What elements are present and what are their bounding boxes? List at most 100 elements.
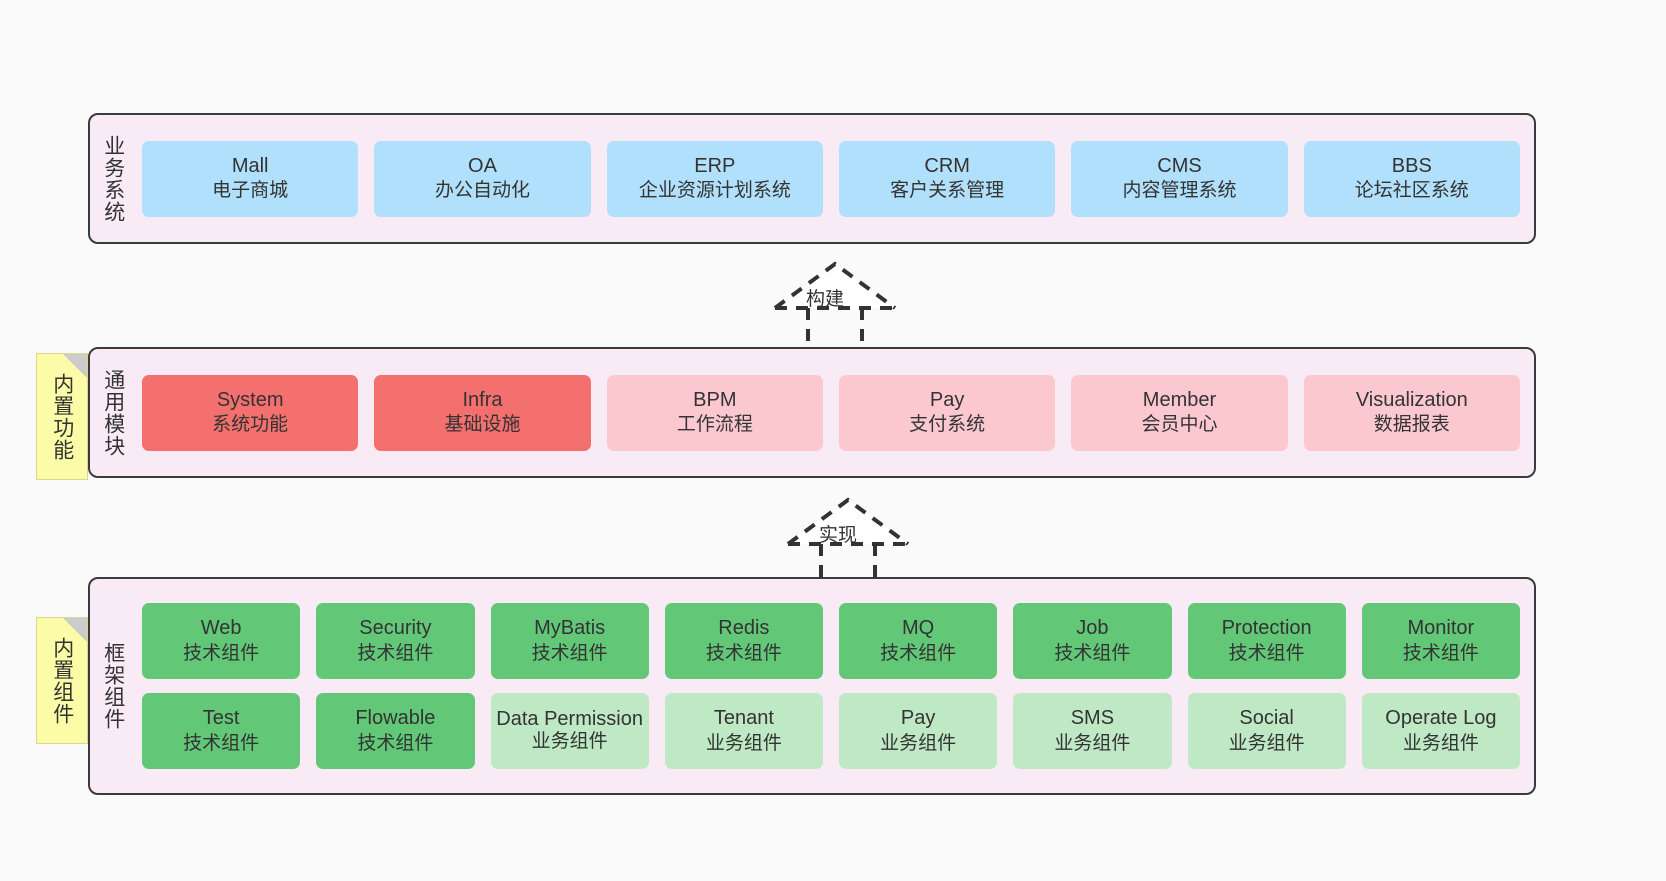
connector-implement: 实现 xyxy=(773,492,923,588)
card-title-en: MQ xyxy=(902,617,935,640)
card-title-cn: 数据报表 xyxy=(1373,414,1450,436)
card-title-cn: 业务组件 xyxy=(705,732,782,754)
card-title-cn: 系统功能 xyxy=(212,414,289,436)
card-title-cn: 业务组件 xyxy=(880,732,957,754)
card-row: Web 技术组件 Security 技术组件 MyBatis 技术组件 Redi… xyxy=(142,603,1520,679)
card-title-en: Mall xyxy=(231,154,269,177)
card-title-en: Tenant xyxy=(713,707,774,730)
card-title-cn: 业务组件 xyxy=(1228,732,1305,754)
card-visualization[interactable]: Visualization 数据报表 xyxy=(1303,374,1520,451)
card-title-cn: 业务组件 xyxy=(531,731,608,753)
card-title-en: Job xyxy=(1076,617,1109,640)
card-title-cn: 论坛社区系统 xyxy=(1354,180,1469,202)
card-mybatis[interactable]: MyBatis 技术组件 xyxy=(490,603,649,679)
card-security[interactable]: Security 技术组件 xyxy=(316,603,475,679)
card-web[interactable]: Web 技术组件 xyxy=(142,603,301,679)
card-title-cn: 会员中心 xyxy=(1141,414,1218,436)
card-title-en: Protection xyxy=(1221,617,1312,640)
card-redis[interactable]: Redis 技术组件 xyxy=(664,603,823,679)
connector-implement-label: 实现 xyxy=(819,525,858,546)
card-title-en: Security xyxy=(359,617,432,640)
card-title-cn: 技术组件 xyxy=(1402,642,1479,664)
card-row: Mall 电子商城 OA 办公自动化 ERP 企业资源计划系统 CRM 客户关系… xyxy=(142,140,1520,217)
card-title-en: SMS xyxy=(1070,707,1115,730)
card-title-en: Social xyxy=(1239,707,1294,730)
card-row: System 系统功能 Infra 基础设施 BPM 工作流程 Pay 支付系统… xyxy=(142,374,1520,451)
card-title-cn: 技术组件 xyxy=(183,642,260,664)
card-title-en: CMS xyxy=(1157,154,1202,177)
card-title-en: Flowable xyxy=(355,707,436,730)
card-title-en: Web xyxy=(200,617,242,640)
layer-business-system: 业务系统 Mall 电子商城 OA 办公自动化 ERP 企业资源计划系统 CRM… xyxy=(88,113,1536,244)
connector-build: 构建 xyxy=(760,256,910,352)
card-test[interactable]: Test 技术组件 xyxy=(142,693,301,769)
card-pay-business[interactable]: Pay 业务组件 xyxy=(839,693,998,769)
card-cms[interactable]: CMS 内容管理系统 xyxy=(1071,140,1288,217)
card-title-en: Pay xyxy=(900,707,936,730)
card-tenant[interactable]: Tenant 业务组件 xyxy=(664,693,823,769)
card-bbs[interactable]: BBS 论坛社区系统 xyxy=(1303,140,1520,217)
card-title-en: Visualization xyxy=(1355,388,1468,411)
card-row: Test 技术组件 Flowable 技术组件 Data Permission … xyxy=(142,693,1520,769)
note-builtin-function: 内置功能 xyxy=(36,353,88,480)
card-title-en: OA xyxy=(468,154,497,177)
card-title-cn: 支付系统 xyxy=(909,414,986,436)
card-title-en: ERP xyxy=(694,154,736,177)
card-bpm[interactable]: BPM 工作流程 xyxy=(606,374,823,451)
card-title-cn: 技术组件 xyxy=(357,642,434,664)
card-data-permission[interactable]: Data Permission 业务组件 xyxy=(490,693,649,769)
layer-title-business-system: 业务系统 xyxy=(101,134,125,223)
card-oa[interactable]: OA 办公自动化 xyxy=(374,140,591,217)
connector-build-label: 构建 xyxy=(806,289,845,310)
note-builtin-component: 内置组件 xyxy=(36,617,88,744)
card-title-en: Monitor xyxy=(1407,617,1475,640)
card-title-en: Test xyxy=(202,707,240,730)
card-title-cn: 技术组件 xyxy=(1054,642,1131,664)
card-pay[interactable]: Pay 支付系统 xyxy=(838,374,1056,451)
card-title-en: BPM xyxy=(693,388,737,411)
layer-common-module: 通用模块 System 系统功能 Infra 基础设施 BPM 工作流程 Pay… xyxy=(88,347,1536,478)
layer-body-common-module: System 系统功能 Infra 基础设施 BPM 工作流程 Pay 支付系统… xyxy=(136,349,1534,476)
card-mall[interactable]: Mall 电子商城 xyxy=(142,140,359,217)
card-protection[interactable]: Protection 技术组件 xyxy=(1187,603,1346,679)
card-title-cn: 内容管理系统 xyxy=(1122,180,1237,202)
card-infra[interactable]: Infra 基础设施 xyxy=(374,374,591,451)
card-title-cn: 电子商城 xyxy=(212,180,289,202)
card-crm[interactable]: CRM 客户关系管理 xyxy=(838,140,1056,217)
layer-body-business-system: Mall 电子商城 OA 办公自动化 ERP 企业资源计划系统 CRM 客户关系… xyxy=(136,115,1534,242)
card-title-en: Infra xyxy=(462,388,503,411)
card-monitor[interactable]: Monitor 技术组件 xyxy=(1361,603,1520,679)
card-title-cn: 技术组件 xyxy=(531,642,608,664)
card-flowable[interactable]: Flowable 技术组件 xyxy=(316,693,475,769)
card-title-cn: 业务组件 xyxy=(1402,732,1479,754)
card-title-en: MyBatis xyxy=(534,617,606,640)
card-title-en: System xyxy=(216,388,284,411)
card-title-en: Data Permission xyxy=(496,707,643,730)
card-title-cn: 工作流程 xyxy=(676,414,753,436)
card-social[interactable]: Social 业务组件 xyxy=(1187,693,1346,769)
card-sms[interactable]: SMS 业务组件 xyxy=(1013,693,1172,769)
card-member[interactable]: Member 会员中心 xyxy=(1071,374,1288,451)
card-title-cn: 办公自动化 xyxy=(434,180,530,202)
card-mq[interactable]: MQ 技术组件 xyxy=(839,603,998,679)
card-title-cn: 基础设施 xyxy=(444,414,521,436)
card-title-en: Operate Log xyxy=(1385,707,1497,730)
card-title-en: Redis xyxy=(718,617,770,640)
card-title-cn: 业务组件 xyxy=(1054,732,1131,754)
card-title-en: BBS xyxy=(1391,154,1432,177)
card-system[interactable]: System 系统功能 xyxy=(142,374,359,451)
card-title-en: CRM xyxy=(924,154,970,177)
layer-title-framework-component: 框架组件 xyxy=(101,642,125,730)
card-title-cn: 企业资源计划系统 xyxy=(638,180,791,202)
card-title-cn: 技术组件 xyxy=(880,642,957,664)
card-title-en: Pay xyxy=(929,388,965,411)
layer-framework-component: 框架组件 Web 技术组件 Security 技术组件 MyBatis 技术组件… xyxy=(88,577,1536,795)
card-erp[interactable]: ERP 企业资源计划系统 xyxy=(606,140,823,217)
layer-title-common-module: 通用模块 xyxy=(101,368,125,457)
card-job[interactable]: Job 技术组件 xyxy=(1013,603,1172,679)
note-builtin-component-label: 内置组件 xyxy=(50,636,74,725)
card-operate-log[interactable]: Operate Log 业务组件 xyxy=(1361,693,1520,769)
layer-body-framework-component: Web 技术组件 Security 技术组件 MyBatis 技术组件 Redi… xyxy=(136,579,1534,793)
card-title-en: Member xyxy=(1142,388,1217,411)
